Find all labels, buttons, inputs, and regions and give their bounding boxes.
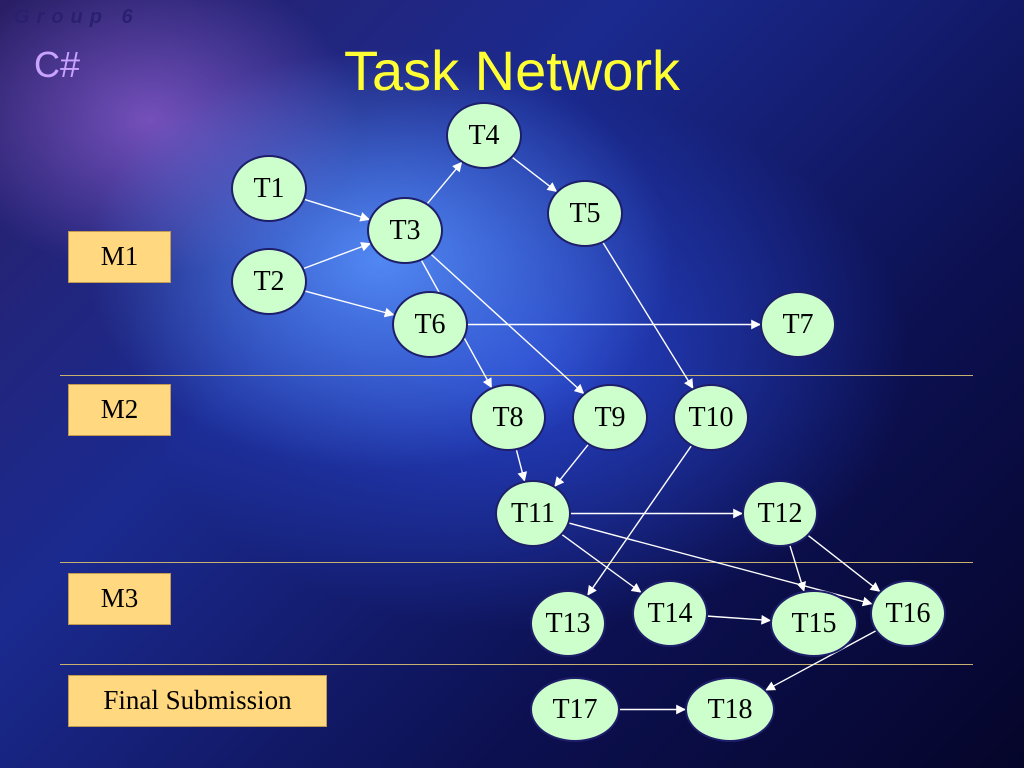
task-node-t18: T18 <box>685 677 775 742</box>
edge-t1-t3 <box>304 198 371 222</box>
edge-t5-t10 <box>602 242 694 389</box>
task-node-t15: T15 <box>770 590 858 657</box>
group-label: Group 6 <box>14 6 140 28</box>
language-label: C# <box>34 44 81 85</box>
edge-t8-t11 <box>515 449 528 482</box>
task-node-t14: T14 <box>632 580 708 647</box>
task-node-t2: T2 <box>231 248 307 315</box>
task-node-t12: T12 <box>742 480 818 547</box>
edge-t4-t5 <box>512 157 558 193</box>
edge-t3-t4 <box>426 161 463 204</box>
task-node-t10: T10 <box>673 384 749 451</box>
task-node-t16: T16 <box>870 580 946 647</box>
task-node-t5: T5 <box>547 180 623 247</box>
edge-t12-t16 <box>808 535 881 592</box>
divider-m1-m2 <box>60 375 973 376</box>
task-node-t7: T7 <box>760 291 836 358</box>
edge-t12-t15 <box>789 545 806 592</box>
task-node-t6: T6 <box>392 291 468 358</box>
task-node-t8: T8 <box>470 384 546 451</box>
task-node-t9: T9 <box>572 384 648 451</box>
task-node-t13: T13 <box>530 590 606 657</box>
task-node-t1: T1 <box>231 155 307 222</box>
task-node-t3: T3 <box>367 197 443 264</box>
task-node-t4: T4 <box>446 102 522 169</box>
edge-t16-t18 <box>765 630 876 691</box>
milestone-final-submission: Final Submission <box>68 675 327 727</box>
milestone-m2: M2 <box>68 384 171 436</box>
edge-t14-t15 <box>707 614 772 625</box>
edge-t2-t6 <box>305 290 395 318</box>
edge-t2-t3 <box>303 242 371 270</box>
divider-m2-m3 <box>60 562 973 563</box>
divider-m3-final <box>60 664 973 665</box>
edge-t11-t14 <box>561 534 642 593</box>
slide-title: Task Network <box>343 39 681 102</box>
edge-t10-t13 <box>587 445 692 596</box>
milestone-m3: M3 <box>68 573 171 625</box>
task-node-t17: T17 <box>530 677 620 742</box>
edge-t9-t11 <box>554 444 589 487</box>
milestone-m1: M1 <box>68 231 171 283</box>
task-node-t11: T11 <box>495 480 571 547</box>
